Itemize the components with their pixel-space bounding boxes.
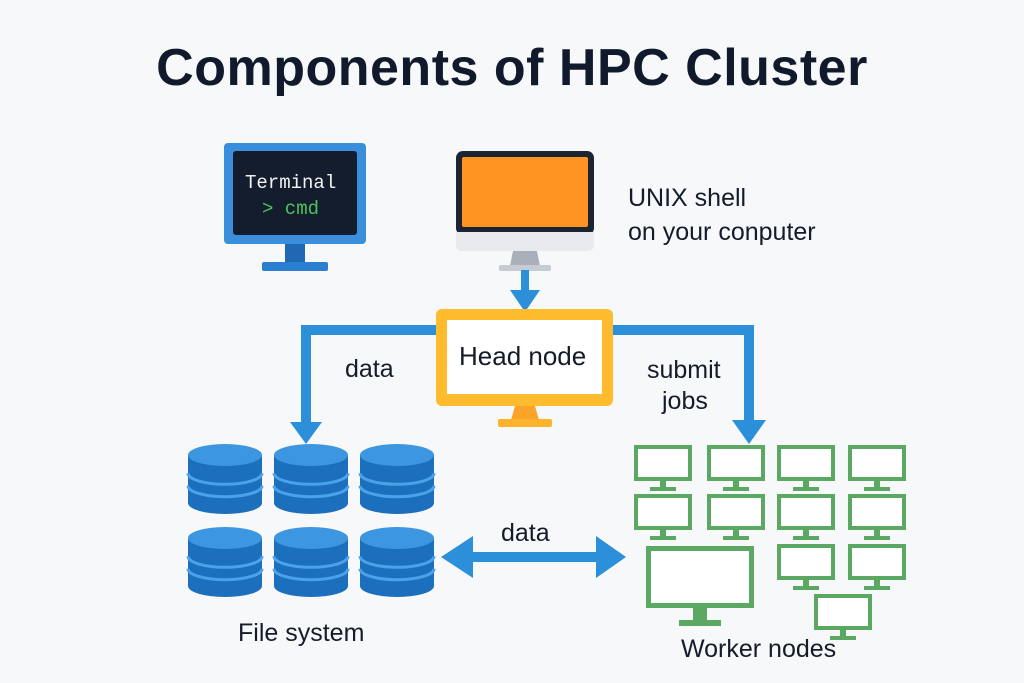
head-node-icon: [436, 309, 613, 427]
worker-node-icon: [707, 494, 765, 540]
unix-shell-label-line1: UNIX shell: [628, 184, 747, 212]
submit-jobs-label-line1: submit: [647, 356, 721, 384]
arrow-bidirectional-data: [441, 536, 626, 578]
worker-node-icon: [848, 445, 906, 491]
user-computer-icon: [456, 151, 594, 271]
disk-icon: [358, 444, 436, 514]
worker-nodes: [634, 445, 906, 640]
worker-node-icon: [634, 494, 692, 540]
arrow-head-to-workers: [610, 325, 766, 444]
arrow-head-to-filesystem: [290, 325, 441, 444]
disk-icon: [186, 444, 264, 514]
disk-icon: [358, 527, 436, 597]
disk-icon: [186, 527, 264, 597]
terminal-title: Terminal: [245, 172, 337, 194]
worker-node-icon: [777, 494, 835, 540]
disk-icon: [272, 444, 350, 514]
diagram-title: Components of HPC Cluster: [156, 39, 868, 97]
submit-jobs-label-line2: jobs: [662, 387, 708, 415]
head-node-label: Head node: [459, 341, 587, 371]
worker-node-icon: [814, 594, 872, 640]
worker-node-icon: [848, 544, 906, 590]
file-system-label: File system: [238, 619, 365, 647]
terminal-prompt: > cmd: [262, 198, 320, 220]
file-system-disks: [186, 444, 436, 597]
arrow-computer-to-head: [510, 270, 540, 312]
worker-node-icon: [646, 546, 754, 626]
unix-shell-label-line2: on your conputer: [628, 218, 816, 246]
worker-nodes-label: Worker nodes: [681, 635, 837, 663]
data-label-bidirectional: data: [501, 519, 550, 547]
terminal-icon: [224, 143, 366, 271]
worker-node-icon: [707, 445, 765, 491]
worker-node-icon: [848, 494, 906, 540]
worker-node-icon: [634, 445, 692, 491]
disk-icon: [272, 527, 350, 597]
worker-node-icon: [777, 544, 835, 590]
data-label-left: data: [345, 355, 394, 383]
worker-node-icon: [777, 445, 835, 491]
